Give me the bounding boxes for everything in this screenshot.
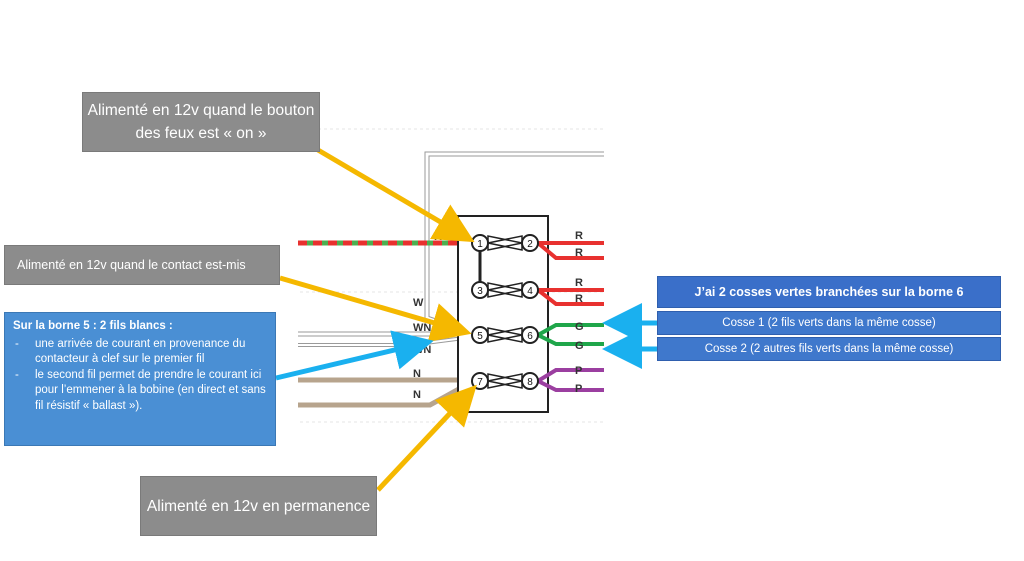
callout-borne6-title: J’ai 2 cosses vertes branchées sur la bo… <box>657 276 1001 308</box>
list-item: -une arrivée de courant en provenance du… <box>15 337 246 366</box>
wire-label-r1: R <box>575 230 583 242</box>
terminal-1-label: 1 <box>477 239 483 250</box>
wire-n-tan <box>298 377 470 408</box>
wire-label-rg: RG <box>434 231 451 243</box>
list-item: -le second fil permet de prendre le cour… <box>15 368 266 412</box>
callout-borne6-title-text: J’ai 2 cosses vertes branchées sur la bo… <box>694 285 964 299</box>
callout-permanent-text: Alimenté en 12v en permanence <box>146 497 371 515</box>
terminal-4: 4 <box>521 281 539 299</box>
wire-label-g1: G <box>575 321 584 333</box>
arrow-permanent-to-7 <box>376 384 477 492</box>
terminal-5-label: 5 <box>477 331 483 342</box>
wire-label-p1: P <box>575 365 582 377</box>
wire-label-r3: R <box>575 277 583 289</box>
wire-label-n2: N <box>413 389 421 401</box>
terminal-6: 6 <box>521 326 539 344</box>
blue-arrows <box>275 303 657 381</box>
wire-label-w: W <box>413 297 424 309</box>
wire-g-green <box>537 323 604 346</box>
terminal-6-label: 6 <box>527 331 533 342</box>
callout-borne5-title: Sur la borne 5 : 2 fils blancs : <box>13 320 173 332</box>
callout-cosse2: Cosse 2 (2 autres fils verts dans la mêm… <box>657 337 1001 361</box>
terminal-7: 7 <box>471 372 489 390</box>
terminal-2-label: 2 <box>527 239 533 250</box>
callout-borne5: Sur la borne 5 : 2 fils blancs : -une ar… <box>4 312 276 446</box>
wire-label-g2: G <box>575 340 584 352</box>
arrow-lights-to-1 <box>316 147 475 243</box>
terminal-7-label: 7 <box>477 377 483 388</box>
callout-permanent: Alimenté en 12v en permanence <box>140 476 377 536</box>
terminal-3: 3 <box>471 281 489 299</box>
yellow-arrows <box>279 147 477 492</box>
callout-borne5-item-1: une arrivée de courant en provenance du … <box>35 337 246 366</box>
wire-label-p2: P <box>575 383 582 395</box>
wire-p-purple <box>536 368 604 392</box>
terminal-1: 1 <box>471 234 489 252</box>
terminal-5: 5 <box>471 326 489 344</box>
callout-lights-on-text: Alimenté en 12v quand le bouton des feux… <box>87 102 315 142</box>
callout-contact-on-text: Alimenté en 12v quand le contact est-mis <box>17 258 246 272</box>
callout-contact-on: Alimenté en 12v quand le contact est-mis <box>4 245 280 285</box>
callout-cosse1: Cosse 1 (2 fils verts dans la même cosse… <box>657 311 1001 335</box>
callout-cosse1-text: Cosse 1 (2 fils verts dans la même cosse… <box>722 317 936 329</box>
wire-r-red <box>536 241 604 306</box>
callout-lights-on: Alimenté en 12v quand le bouton des feux… <box>82 92 320 152</box>
terminal-4-label: 4 <box>527 286 533 297</box>
wire-label-r4: R <box>575 293 583 305</box>
callout-borne5-list: -une arrivée de courant en provenance du… <box>13 337 267 415</box>
arrow-contact-to-5 <box>279 275 472 342</box>
wire-label-r2: R <box>575 247 583 259</box>
terminal-8: 8 <box>521 372 539 390</box>
wire-wn-white <box>298 331 468 347</box>
callout-cosse2-text: Cosse 2 (2 autres fils verts dans la mêm… <box>704 343 954 355</box>
arrow-borne5-to-wn <box>275 330 434 381</box>
callout-borne5-item-2: le second fil permet de prendre le coura… <box>35 368 266 412</box>
terminal-3-label: 3 <box>477 286 483 297</box>
wire-label-n1: N <box>413 368 421 380</box>
terminal-2: 2 <box>521 234 539 252</box>
terminal-8-label: 8 <box>527 377 533 388</box>
